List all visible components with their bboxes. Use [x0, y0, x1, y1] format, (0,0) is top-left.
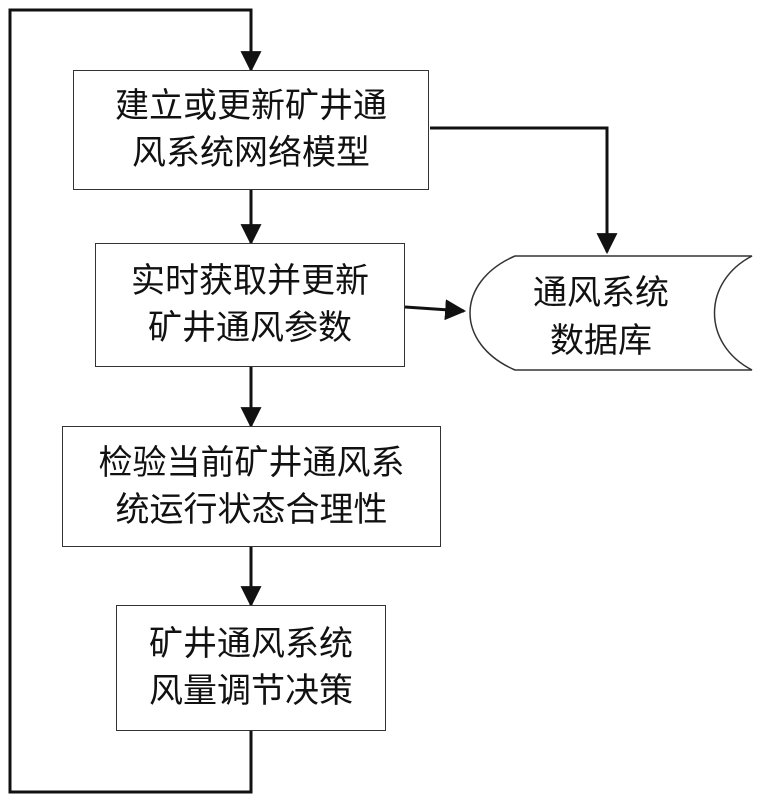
airflow-decision-step: 矿井通风系统 风量调节决策	[116, 605, 386, 731]
model-update-line-1: 建立或更新矿井通	[115, 86, 387, 127]
arrow-model-to-database	[430, 126, 618, 255]
database-shape	[469, 255, 753, 371]
acquire-params-line-1: 实时获取并更新	[131, 261, 369, 302]
model-update-line-2: 风系统网络模型	[132, 133, 370, 173]
check-state-line-1: 检验当前矿井通风系	[98, 442, 405, 483]
airflow-decision-line-1: 矿井通风系统	[149, 624, 353, 665]
database-label: 通风系统 数据库	[486, 262, 716, 372]
check-state-step: 检验当前矿井通风系 统运行状态合理性	[62, 426, 441, 547]
feedback-loop-connector	[8, 8, 262, 794]
check-state-line-2: 统运行状态合理性	[115, 489, 388, 530]
model-update-step: 建立或更新矿井通 风系统网络模型	[73, 70, 429, 190]
database-label-line-2: 数据库	[550, 321, 652, 361]
database-label-line-1: 通风系统	[533, 272, 669, 313]
airflow-decision-line-2: 风量调节决策	[149, 671, 353, 711]
acquire-params-step: 实时获取并更新 矿井通风参数	[95, 243, 405, 367]
arrow-acquire-to-database	[404, 299, 467, 321]
acquire-params-line-2: 矿井通风参数	[148, 308, 352, 348]
